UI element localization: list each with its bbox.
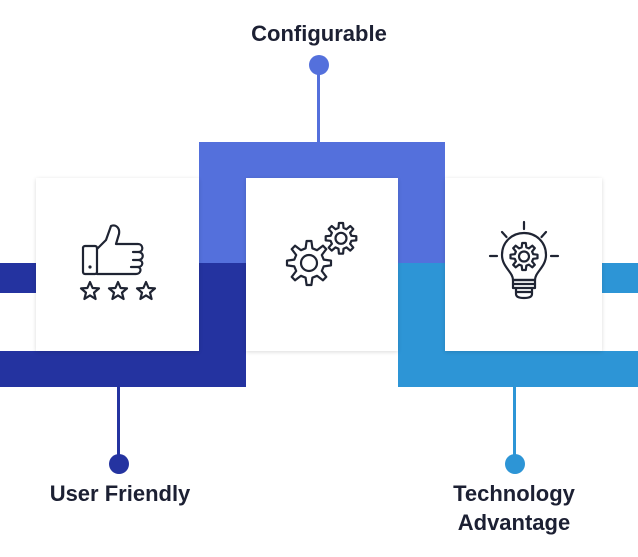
configurable-label: Configurable [251,21,387,46]
technology-advantage-label-line1: Technology [453,481,575,506]
user-friendly-label: User Friendly [49,481,191,506]
technology-connector-line [513,385,516,465]
configurable-connector-dot [309,55,329,75]
user-friendly-card [36,178,199,351]
thumbs-up-with-stars-icon [79,223,156,300]
configurable-bracket-left [199,142,246,263]
technology-advantage-label-line2: Advantage [457,510,571,535]
configurable-connector-line [317,66,320,144]
technology-advantage-label: Technology Advantage [414,479,614,537]
technology-bracket-bottom [398,351,638,387]
configurable-bracket-right [398,142,445,263]
configurable-card [246,178,398,351]
user-friendly-connector-dot [109,454,129,474]
technology-advantage-card [445,178,602,351]
user-friendly-bracket-bottom [0,351,246,387]
gears-icon [285,221,358,286]
technology-connector-dot [505,454,525,474]
user-friendly-connector-line [117,385,120,465]
lightbulb-gear-icon [488,220,559,299]
